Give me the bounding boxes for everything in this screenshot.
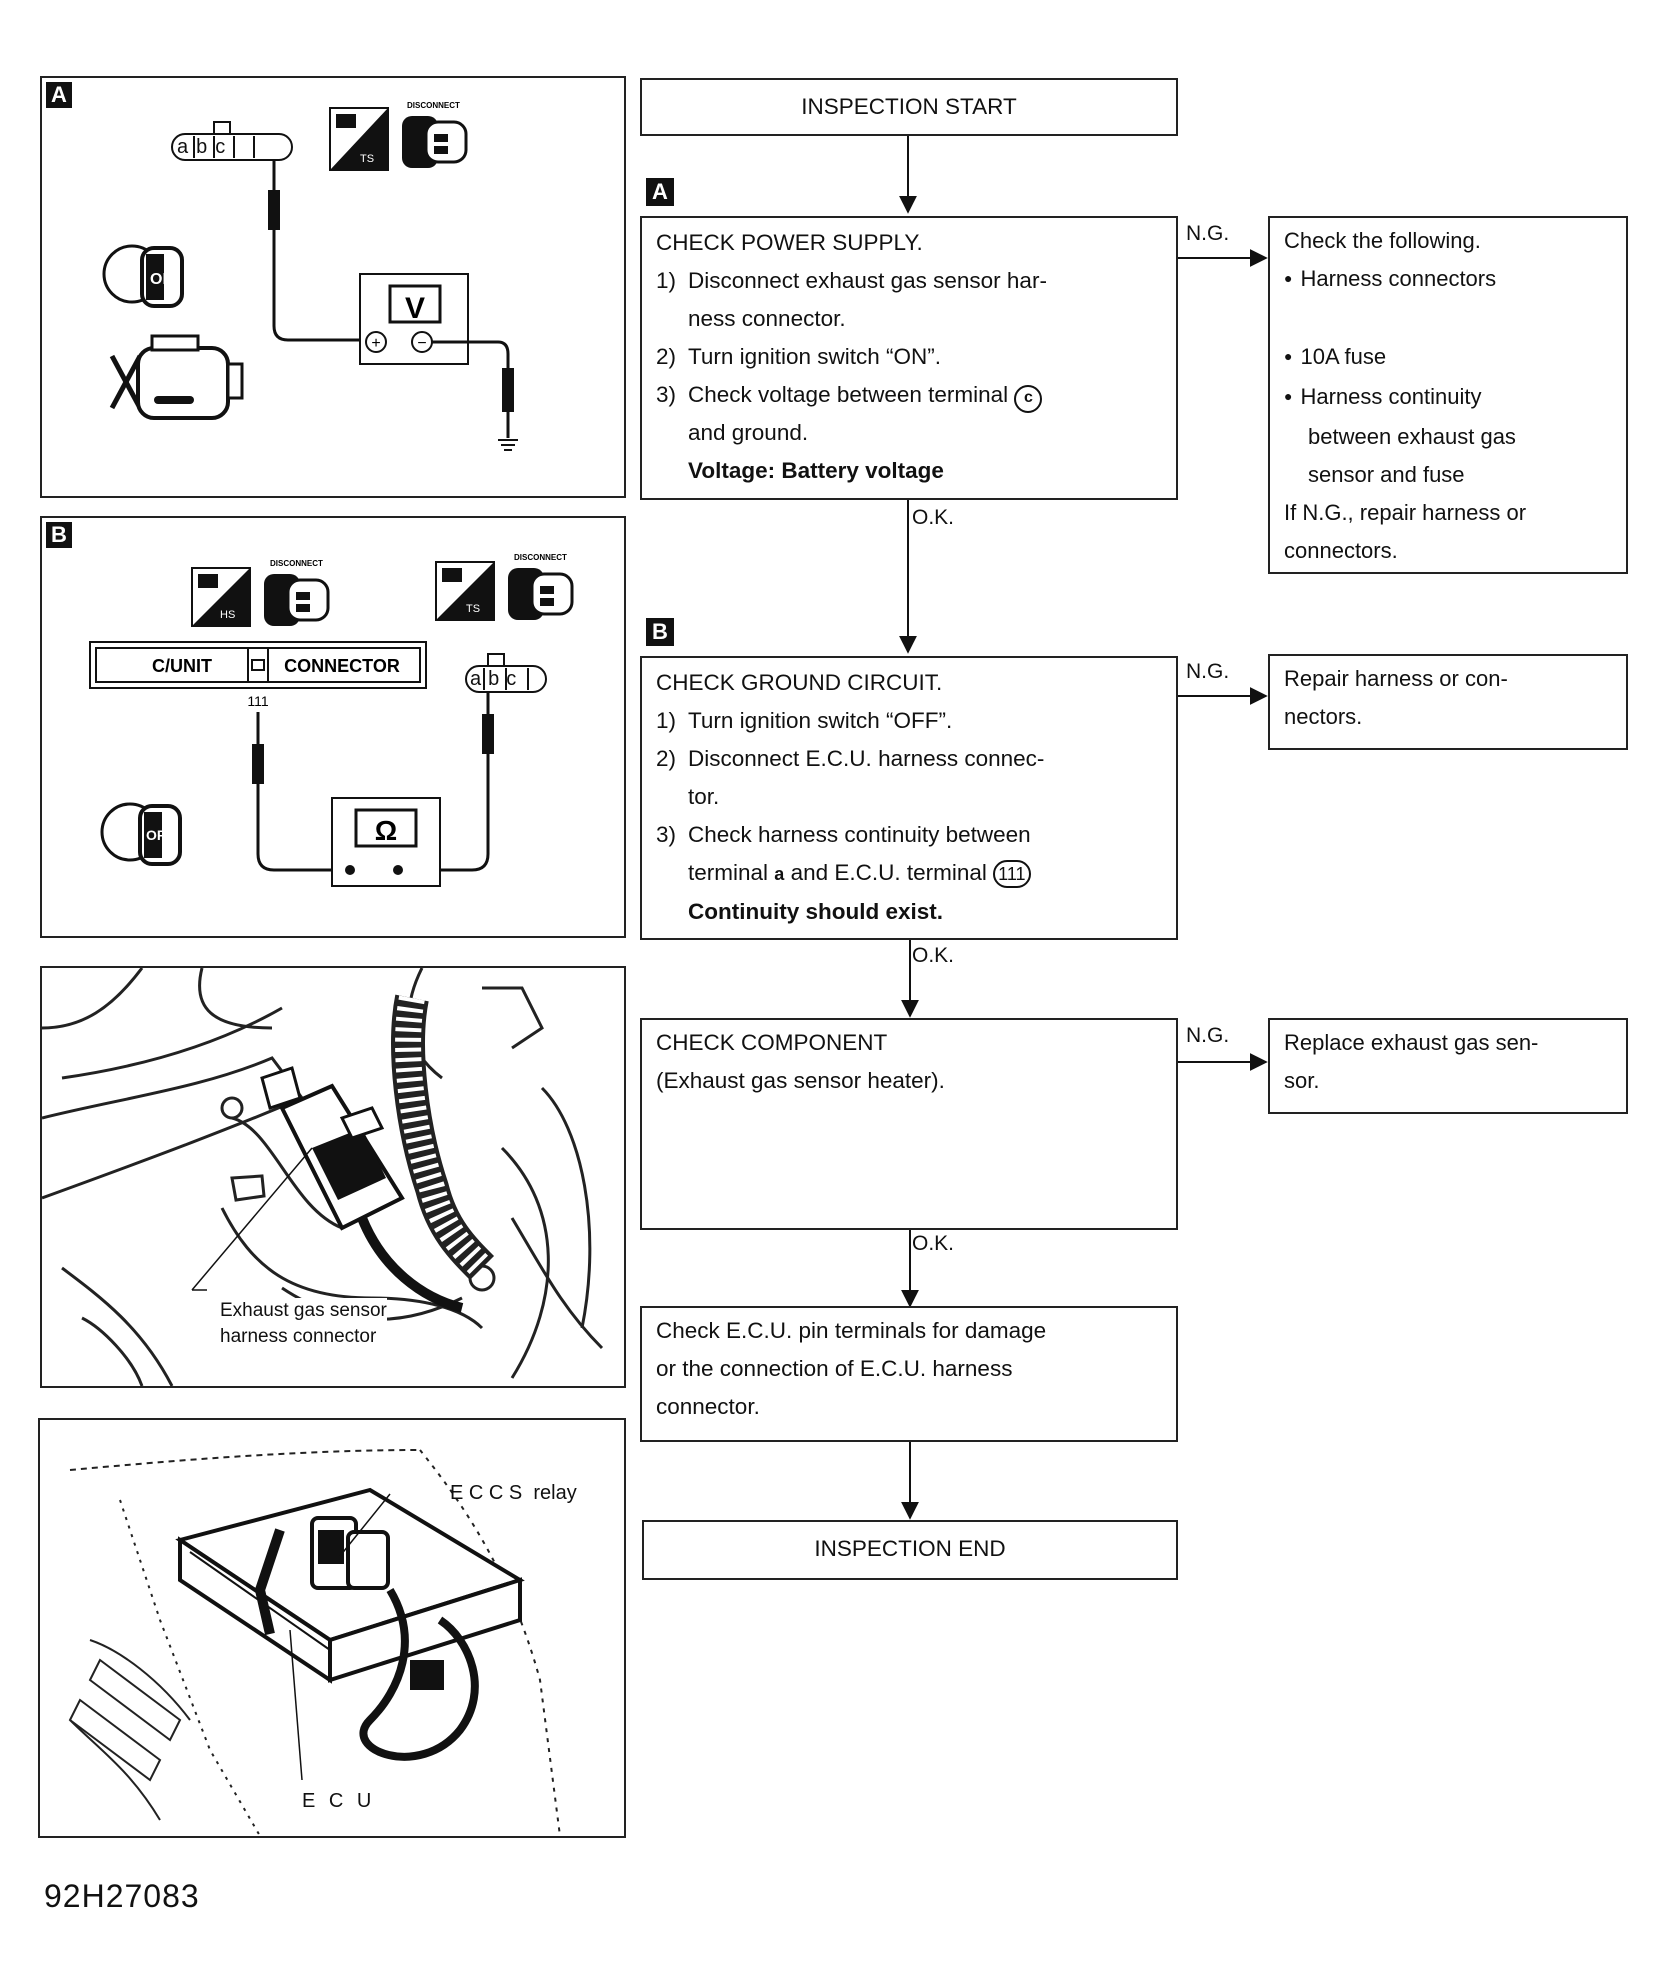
ecu-connector-bar	[89, 641, 427, 689]
ignition-key-on-icon	[102, 244, 184, 308]
ng-repair-harness-box: Repair harness or con- nectors.	[1268, 654, 1628, 750]
ecu-pin-111-symbol: 111	[993, 860, 1031, 888]
voltmeter-icon	[359, 273, 469, 365]
panel-b-diagram: HS DISCONNECT TS DISCONNECT C	[89, 553, 574, 887]
panel-c-sensor-connector-illustration: Exhaust gas sensor harness connector	[40, 966, 626, 1388]
ok-label-2: O.K.	[912, 944, 955, 967]
panel-d-ecu-illustration: E C C S relay E C U	[38, 1418, 626, 1838]
svg-text:111: 111	[247, 693, 268, 709]
ts-sensor-icon	[435, 561, 495, 621]
svg-text:TS: TS	[466, 603, 480, 615]
inspection-end-box: INSPECTION END	[642, 1520, 1178, 1580]
svg-text:C/UNIT: C/UNIT	[152, 656, 212, 676]
svg-text:CONNECTOR: CONNECTOR	[284, 656, 400, 676]
engine-icon	[109, 334, 244, 420]
check-ground-circuit-box: CHECK GROUND CIRCUIT. 1)Turn ignition sw…	[640, 656, 1178, 940]
sensor-connector-label: Exhaust gas sensor harness connector	[220, 1298, 387, 1350]
svg-text:DISCONNECT: DISCONNECT	[407, 101, 460, 110]
svg-text:ON: ON	[150, 271, 174, 288]
disconnect-connector-icon	[264, 574, 330, 626]
svg-text:DISCONNECT: DISCONNECT	[514, 553, 567, 562]
step-a-letter: A	[646, 178, 674, 206]
terminal-connector-icon	[465, 653, 547, 693]
terminal-b-label: abc	[470, 668, 524, 690]
ng-label-b: N.G.	[1186, 660, 1230, 683]
svg-text:Ω: Ω	[375, 815, 397, 846]
panel-b-continuity-check: B HS DISCONNECT TS DISCONNECT	[40, 516, 626, 938]
svg-text:OFF: OFF	[146, 827, 174, 843]
terminal-a-label: abc	[177, 136, 234, 158]
ts-sensor-icon	[329, 107, 389, 171]
terminal-a-symbol: a	[774, 864, 785, 884]
eccs-relay-label: E C C S relay	[450, 1482, 577, 1504]
panel-b-letter: B	[46, 522, 72, 548]
disconnect-connector-icon	[508, 568, 574, 620]
ng-label-a: N.G.	[1186, 222, 1230, 245]
svg-text:V: V	[405, 292, 425, 325]
panel-a-voltage-check: A TS DISCONNECT	[40, 76, 626, 498]
figure-code: 92H27083	[44, 1878, 200, 1914]
check-ecu-pin-terminals-box: Check E.C.U. pin terminals for damage or…	[640, 1306, 1178, 1442]
svg-text:TS: TS	[360, 153, 374, 165]
inspection-start-box: INSPECTION START	[640, 78, 1178, 136]
step-b-letter: B	[646, 618, 674, 646]
terminal-connector-icon	[171, 121, 293, 161]
ignition-key-off-icon	[100, 802, 182, 866]
ng-replace-sensor-box: Replace exhaust gas sen- sor.	[1268, 1018, 1628, 1114]
check-power-supply-box: CHECK POWER SUPPLY. 1)Disconnect exhaust…	[640, 216, 1178, 500]
terminal-c-symbol: c	[1014, 385, 1043, 413]
ok-label-1: O.K.	[912, 506, 955, 529]
sensor-connector	[260, 1066, 464, 1313]
check-component-box: CHECK COMPONENT (Exhaust gas sensor heat…	[640, 1018, 1178, 1230]
engine-bay-illustration	[42, 968, 604, 1386]
ecu-location-illustration	[68, 1449, 561, 1836]
hs-sensor-icon	[191, 567, 251, 627]
disconnect-connector-icon	[402, 116, 468, 168]
svg-text:−: −	[417, 335, 426, 352]
ecu-label: E C U	[302, 1790, 376, 1812]
ok-label-3: O.K.	[912, 1232, 955, 1255]
eccs-relay	[254, 1516, 390, 1636]
panel-a-letter: A	[46, 82, 72, 108]
harness-loom	[391, 994, 495, 1281]
ohmmeter-icon	[331, 797, 441, 887]
panel-a-diagram: TS DISCONNECT V + −	[102, 101, 518, 451]
svg-text:+: +	[371, 335, 380, 352]
ng-check-following-box: Check the following. Harness connectors …	[1268, 216, 1628, 574]
svg-text:DISCONNECT: DISCONNECT	[270, 559, 323, 568]
ng-label-c: N.G.	[1186, 1024, 1230, 1047]
svg-text:HS: HS	[220, 609, 235, 621]
